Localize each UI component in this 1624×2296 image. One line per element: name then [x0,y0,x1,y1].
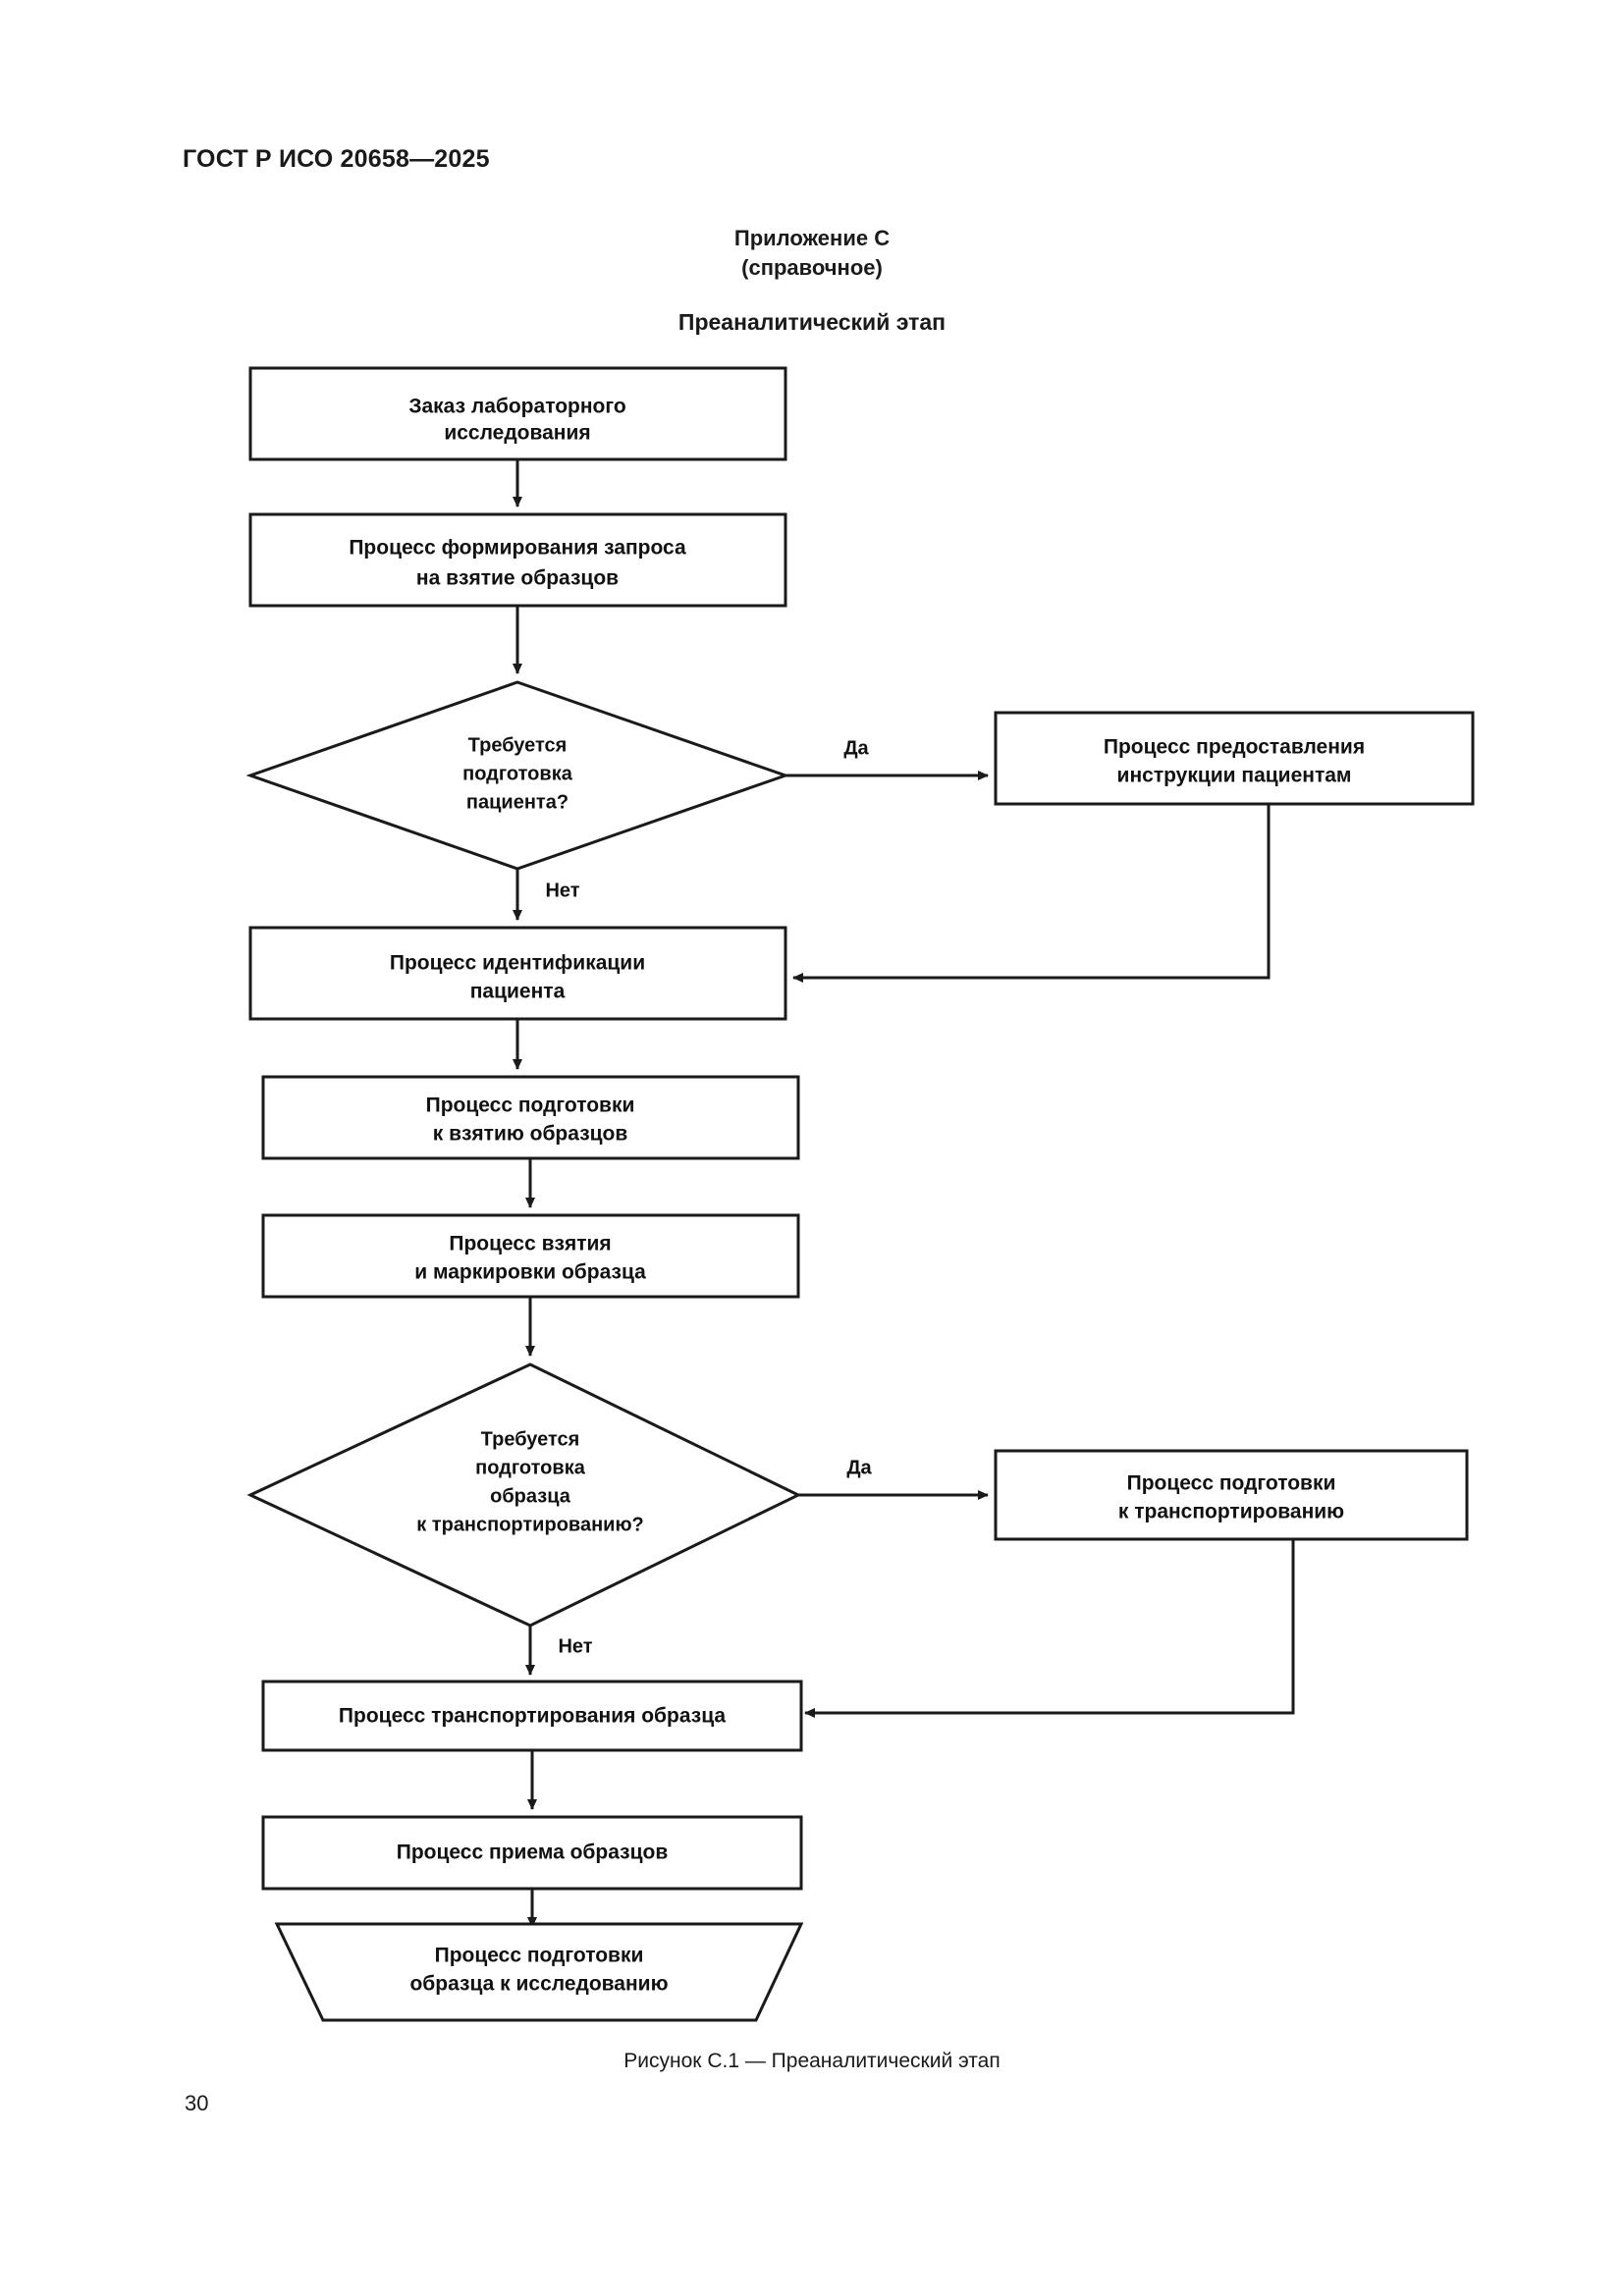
node-sample-reception-line1: Процесс приема образцов [397,1842,669,1864]
connector-r1-n3 [792,804,1271,983]
node-patient-instructions: Процесс предоставления инструкции пациен… [994,711,1475,806]
node-order-lab-study: Заказ лабораторного исследования [248,366,787,461]
node-transport-preparation: Процесс подготовки к транспортированию [994,1449,1469,1541]
node-patient-instructions-line1: Процесс предоставления [1104,736,1365,759]
node-sample-collection-labeling-line1: Процесс взятия [449,1233,611,1255]
document-header: ГОСТ Р ИСО 20658—2025 [183,145,490,173]
decision-patient-preparation-line2: подготовка [462,763,573,784]
node-request-forming-line1: Процесс формирования запроса [349,537,686,560]
node-sample-preparation-for-analysis: Процесс подготовки образца к исследовани… [274,1922,804,2022]
page-number: 30 [185,2091,209,2115]
edge-label-yes-2: Да [846,1457,872,1478]
node-request-forming-line2: на взятие образцов [416,567,619,590]
node-sample-transportation-line1: Процесс транспортирования образца [339,1705,726,1728]
node-request-forming: Процесс формирования запроса на взятие о… [248,512,787,608]
node-sample-collection-labeling-line2: и маркировки образца [414,1261,646,1284]
section-title: Преаналитический этап [677,309,947,335]
decision-sample-transport-preparation-line4: к транспортированию? [416,1514,644,1535]
node-sample-transportation: Процесс транспортирования образца [261,1680,803,1752]
node-order-lab-study-line2: исследования [444,422,590,445]
annex-heading: Приложение С (справочное) [0,224,1624,283]
node-sampling-preparation-line1: Процесс подготовки [426,1095,635,1117]
node-sample-reception: Процесс приема образцов [261,1815,803,1891]
connector-r2-n6 [804,1539,1295,1718]
decision-sample-transport-preparation-line3: образца [490,1485,571,1507]
node-patient-identification-line1: Процесс идентификации [390,952,645,975]
node-sampling-preparation-line2: к взятию образцов [433,1123,628,1146]
decision-sample-transport-preparation-line2: подготовка [475,1457,586,1478]
decision-patient-preparation-line1: Требуется [468,734,568,756]
decision-sample-transport-preparation: Требуется подготовка образца к транспорт… [246,1362,802,1628]
node-sample-preparation-for-analysis-line1: Процесс подготовки [435,1945,644,1967]
node-patient-identification: Процесс идентификации пациента [248,926,787,1021]
decision-patient-preparation: Требуется подготовка пациента? [245,680,790,871]
figure-caption: Рисунок С.1 — Преаналитический этап [623,2050,1001,2072]
node-transport-preparation-line2: к транспортированию [1118,1501,1344,1523]
node-sample-collection-labeling: Процесс взятия и маркировки образца [261,1213,800,1299]
decision-patient-preparation-line3: пациента? [466,791,568,813]
edge-label-no-1: Нет [545,880,579,901]
node-transport-preparation-line1: Процесс подготовки [1127,1472,1336,1495]
node-order-lab-study-line1: Заказ лабораторного [408,396,625,418]
decision-sample-transport-preparation-line1: Требуется [481,1428,580,1450]
node-patient-instructions-line2: инструкции пациентам [1117,765,1352,787]
node-sampling-preparation: Процесс подготовки к взятию образцов [261,1075,800,1160]
edge-label-yes-1: Да [843,737,869,759]
edge-label-no-2: Нет [558,1635,592,1657]
node-patient-identification-line2: пациента [470,981,566,1003]
annex-subtitle: (справочное) [741,255,883,280]
node-sample-preparation-for-analysis-line2: образца к исследованию [409,1973,668,1996]
annex-title: Приложение С [733,226,891,250]
